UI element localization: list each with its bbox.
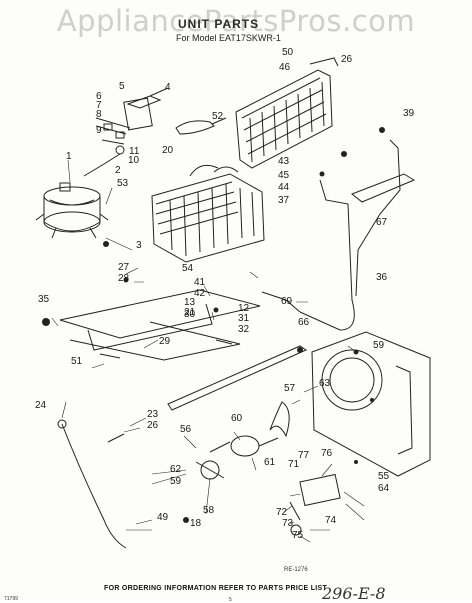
callout-55: 55 xyxy=(378,471,390,482)
leader-lines xyxy=(51,159,365,543)
callout-5: 5 xyxy=(119,81,125,92)
callout-8: 8 xyxy=(96,109,102,120)
callout-23: 23 xyxy=(147,409,159,420)
callout-27: 27 xyxy=(118,262,130,273)
callout-72: 72 xyxy=(276,507,288,518)
callout-10: 10 xyxy=(128,155,140,166)
base-frame xyxy=(59,289,308,411)
callout-32: 32 xyxy=(238,324,250,335)
callout-63: 63 xyxy=(319,378,331,389)
callout-52: 52 xyxy=(212,111,224,122)
callout-2: 2 xyxy=(115,165,121,176)
callout-11: 11 xyxy=(129,146,140,157)
callout-6: 6 xyxy=(96,91,102,102)
callout-44: 44 xyxy=(278,182,290,193)
callout-3: 3 xyxy=(136,240,142,251)
callout-60: 60 xyxy=(231,413,243,424)
watermark: AppliancePartsPros.com xyxy=(56,4,416,38)
machine-compartment-bulkhead xyxy=(311,331,431,477)
callout-21: 21 xyxy=(184,307,196,318)
callout-51: 51 xyxy=(71,356,83,367)
callout-42: 42 xyxy=(194,288,206,299)
callout-77: 77 xyxy=(298,450,310,461)
callout-37: 37 xyxy=(278,195,290,206)
callout-50: 50 xyxy=(282,47,294,58)
callout-36: 36 xyxy=(376,272,388,283)
left-code: 71799 xyxy=(4,596,18,602)
callout-76: 76 xyxy=(321,448,333,459)
relay-overload-assembly xyxy=(83,87,169,177)
callout-4: 4 xyxy=(165,82,171,93)
callout-43: 43 xyxy=(278,156,290,167)
callout-31: 31 xyxy=(238,313,250,324)
callout-24: 24 xyxy=(35,400,47,411)
callout-59-bottom: 59 xyxy=(170,476,182,487)
condenser-fan-motor xyxy=(195,401,290,480)
callout-35: 35 xyxy=(38,294,50,305)
callout-67: 67 xyxy=(376,217,388,228)
callout-61: 61 xyxy=(264,457,276,468)
defrost-thermostat xyxy=(175,117,227,135)
diagram-title: UNIT PARTS xyxy=(178,17,260,31)
callout-75: 75 xyxy=(292,530,304,541)
callout-46: 46 xyxy=(279,62,291,73)
callout-71: 71 xyxy=(288,459,300,470)
callout-39: 39 xyxy=(403,108,415,119)
callout-26-top: 26 xyxy=(341,54,353,65)
evaporator xyxy=(151,164,265,263)
callout-41: 41 xyxy=(194,277,206,288)
callout-12: 12 xyxy=(238,303,250,314)
callout-62: 62 xyxy=(170,464,182,475)
callout-28: 28 xyxy=(118,273,130,284)
callout-29: 29 xyxy=(159,336,171,347)
drain-pan xyxy=(351,173,416,203)
callout-45: 45 xyxy=(278,170,290,181)
callout-30: 30 xyxy=(184,309,196,320)
callout-57: 57 xyxy=(284,383,296,394)
callout-18: 18 xyxy=(190,518,202,529)
callout-13: 13 xyxy=(184,297,196,308)
capillary-tubing xyxy=(261,139,401,331)
callout-69: 69 xyxy=(281,296,293,307)
callout-26-bottom: 26 xyxy=(147,420,159,431)
callout-20: 20 xyxy=(162,145,174,156)
callout-54: 54 xyxy=(182,263,194,274)
model-subtitle: For Model EAT17SKWR-1 xyxy=(176,33,281,43)
condenser-coil xyxy=(235,57,339,169)
callout-1: 1 xyxy=(66,151,72,162)
compressor xyxy=(35,182,109,239)
power-cord xyxy=(57,419,127,549)
callout-58: 58 xyxy=(203,505,215,516)
fasteners xyxy=(42,127,385,523)
callout-59-right: 59 xyxy=(373,340,385,351)
callout-74: 74 xyxy=(325,515,337,526)
callout-66: 66 xyxy=(298,317,310,328)
callout-64: 64 xyxy=(378,483,390,494)
reference-code: RE-1276 xyxy=(284,567,308,573)
handwritten-note: 296-E-8 xyxy=(322,584,386,603)
callout-49: 49 xyxy=(157,512,169,523)
callout-56: 56 xyxy=(180,424,192,435)
footer-note: FOR ORDERING INFORMATION REFER TO PARTS … xyxy=(104,585,328,592)
page-mark: 5 xyxy=(229,597,232,603)
terminal-block xyxy=(289,473,341,536)
callout-73: 73 xyxy=(282,518,294,529)
callout-53: 53 xyxy=(117,178,129,189)
callout-7: 7 xyxy=(96,100,102,111)
callout-9: 9 xyxy=(96,125,102,136)
